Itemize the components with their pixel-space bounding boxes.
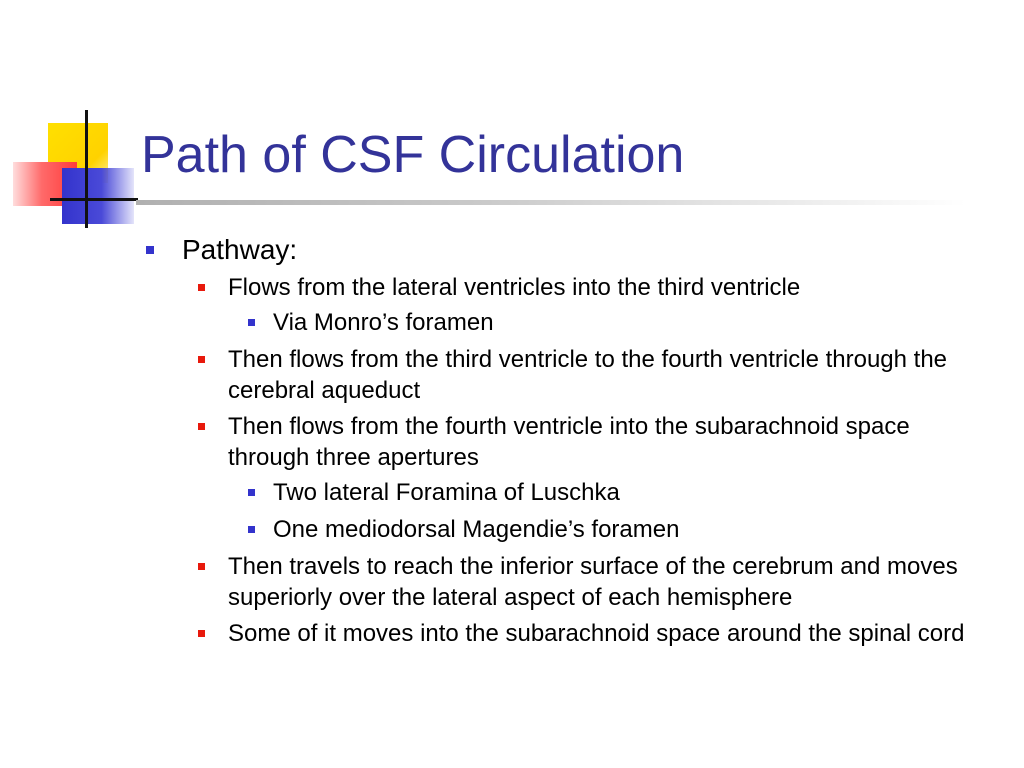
step-subpoints: Two lateral Foramina of Luschka One medi… [228,477,990,545]
step-item: Then flows from the fourth ventricle int… [182,411,990,545]
vertical-crossline [85,110,88,228]
step-text: Some of it moves into the subarachnoid s… [228,620,965,647]
square-bullet-icon [248,319,255,326]
subpoint-text: Two lateral Foramina of Luschka [273,479,620,506]
square-bullet-icon [198,284,205,291]
decorative-squares-logo [0,0,160,240]
step-text: Then travels to reach the inferior surfa… [228,553,958,611]
subpoint-item: Via Monro’s foramen [228,307,990,338]
step-item: Flows from the lateral ventricles into t… [182,272,990,338]
bullet-list: Pathway: Flows from the lateral ventricl… [140,230,990,654]
step-text: Then flows from the third ventricle to t… [228,346,948,404]
step-text: Flows from the lateral ventricles into t… [228,274,801,301]
title-underline [136,200,966,205]
subpoint-text: One mediodorsal Magendie’s foramen [273,516,680,543]
subpoint-text: Via Monro’s foramen [273,309,494,336]
step-item: Then flows from the third ventricle to t… [182,344,990,406]
horizontal-crossline [50,198,138,201]
subpoint-item: One mediodorsal Magendie’s foramen [228,514,990,545]
blue-square [62,168,134,224]
square-bullet-icon [198,423,205,430]
step-text: Then flows from the fourth ventricle int… [228,413,910,471]
pathway-heading: Pathway: [182,234,298,265]
square-bullet-icon [198,563,205,570]
square-bullet-icon [198,630,205,637]
step-subpoints: Via Monro’s foramen [228,307,990,338]
step-item: Then travels to reach the inferior surfa… [182,551,990,613]
step-item: Some of it moves into the subarachnoid s… [182,618,990,649]
pathway-steps: Flows from the lateral ventricles into t… [182,272,990,649]
square-bullet-icon [198,356,205,363]
subpoint-item: Two lateral Foramina of Luschka [228,477,990,508]
square-bullet-icon [146,246,154,254]
slide-title: Path of CSF Circulation [141,126,685,184]
square-bullet-icon [248,489,255,496]
square-bullet-icon [248,526,255,533]
list-item-pathway: Pathway: Flows from the lateral ventricl… [140,230,990,649]
